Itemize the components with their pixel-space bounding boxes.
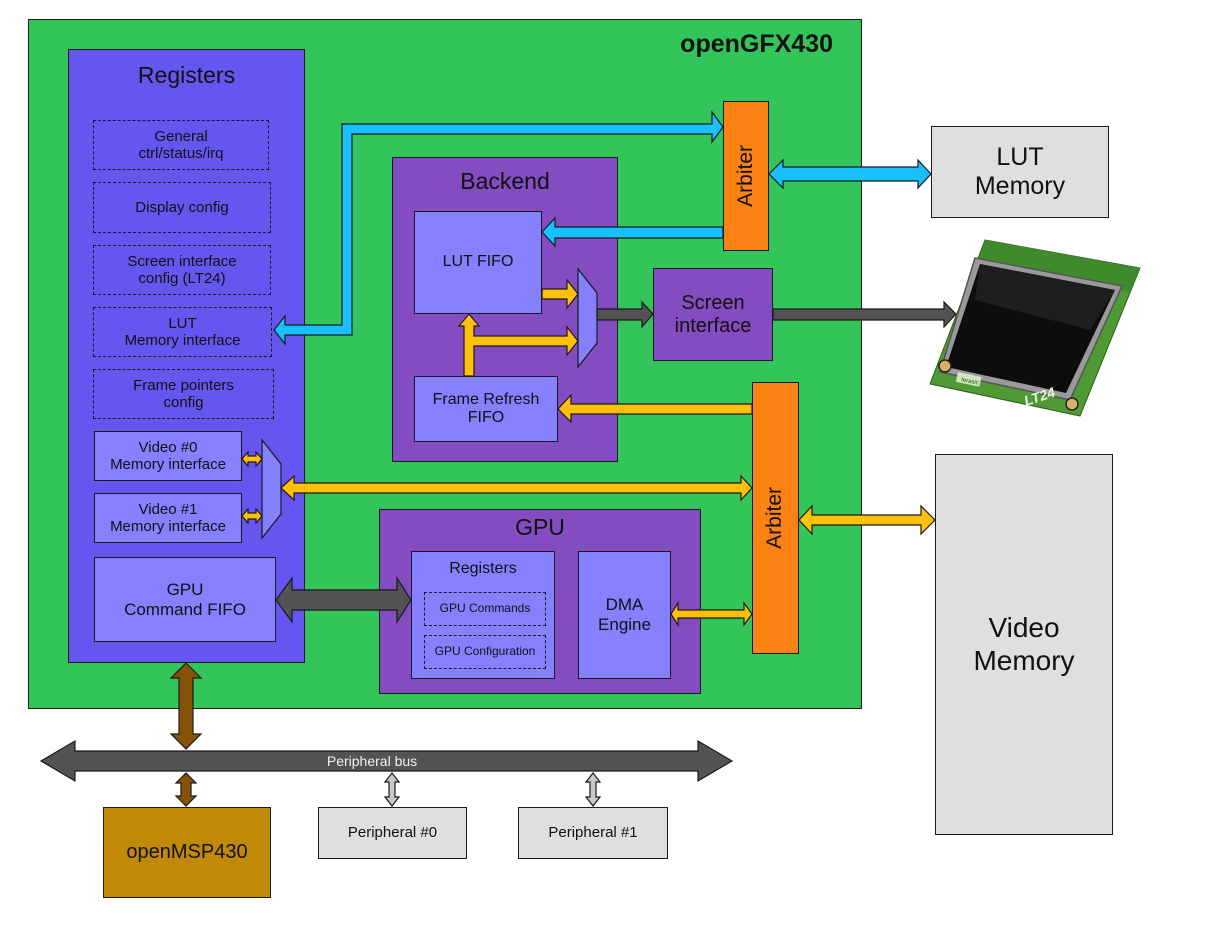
cmd-fifo-gpu-arrow	[275, 575, 412, 625]
registers-title: Registers	[137, 62, 236, 88]
arbiter-to-frame-arrow	[557, 393, 753, 424]
lut-fifo: LUT FIFO	[414, 211, 542, 314]
reg-screen-interface-config: Screen interface config (LT24)	[93, 245, 271, 295]
arbiter-video-label: Arbiter	[763, 487, 787, 549]
registers-bus-arrow	[169, 662, 203, 750]
video0-mux-arrow	[241, 450, 263, 468]
arbiter-lut: Arbiter	[723, 101, 769, 251]
cpu-bus-arrow	[174, 772, 198, 807]
video-mux	[261, 438, 282, 540]
openmsp430: openMSP430	[103, 807, 271, 898]
mux-to-screen-arrow	[596, 300, 654, 329]
gpu-configuration-reg: GPU Configuration	[424, 635, 546, 669]
peripheral0-bus-arrow	[383, 772, 401, 807]
arbiter-lut-label: Arbiter	[733, 145, 757, 207]
gpu-title: GPU	[515, 514, 565, 540]
screen-to-lcd-arrow	[772, 300, 957, 329]
gpu-command-fifo: GPU Command FIFO	[94, 557, 276, 642]
lut-fifo-arrow	[541, 216, 724, 248]
gpu-commands-reg: GPU Commands	[424, 592, 546, 626]
dma-arbiter-arrow	[670, 600, 753, 628]
frame-to-mux-arrow	[457, 313, 579, 377]
screen-interface: Screen interface	[653, 268, 773, 361]
lut-to-mux-arrow	[541, 278, 579, 310]
peripheral-bus-label: Peripheral bus	[327, 753, 417, 769]
peripheral-bus	[39, 739, 734, 783]
video-memory-arrow	[798, 504, 936, 536]
frame-refresh-fifo: Frame Refresh FIFO	[414, 376, 558, 442]
opengfx430-title: openGFX430	[680, 30, 833, 58]
reg-general: General ctrl/status/irq	[93, 120, 269, 170]
lut-memory: LUT Memory	[931, 126, 1109, 218]
peripheral-0: Peripheral #0	[318, 807, 467, 859]
backend-mux	[577, 267, 598, 369]
video0-memory-interface: Video #0 Memory interface	[94, 431, 242, 481]
reg-frame-pointers-config: Frame pointers config	[93, 369, 274, 419]
peripheral1-bus-arrow	[584, 772, 602, 807]
gpu-registers: Registers	[411, 551, 555, 679]
gpu-registers-title: Registers	[449, 560, 517, 577]
video1-mux-arrow	[241, 507, 263, 525]
lcd-brand: terasic	[961, 377, 980, 387]
video1-memory-interface: Video #1 Memory interface	[94, 493, 242, 543]
dma-engine: DMA Engine	[578, 551, 671, 679]
arbiter-video: Arbiter	[752, 382, 799, 654]
lut-memory-arrow	[768, 158, 932, 190]
peripheral-1: Peripheral #1	[518, 807, 668, 859]
lut-bus-arrow-regs	[273, 110, 724, 346]
regs-video-bus-arrow	[280, 474, 753, 502]
video-memory: Video Memory	[935, 454, 1113, 835]
lt24-lcd-image: LT24 terasic	[929, 239, 1141, 417]
backend-title: Backend	[460, 168, 550, 194]
reg-lut-memory-interface: LUT Memory interface	[93, 307, 272, 357]
reg-display-config: Display config	[93, 182, 271, 233]
